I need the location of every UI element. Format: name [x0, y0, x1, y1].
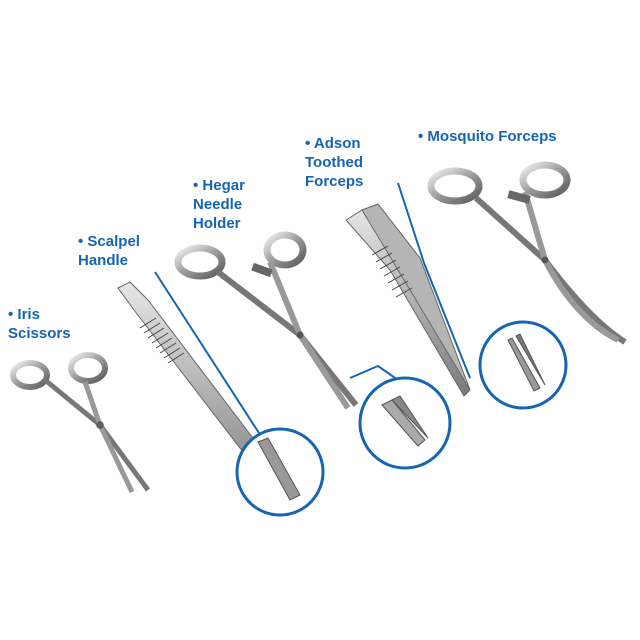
callout-adson [349, 182, 471, 470]
callout-mosquito [478, 320, 568, 410]
label-line: Forceps [305, 173, 364, 190]
label-line: • Scalpel [78, 233, 140, 250]
label-iris-scissors: • Iris Scissors [8, 305, 71, 343]
label-line: • Adson [305, 135, 361, 152]
label-line: Scissors [8, 325, 71, 342]
label-line: • Mosquito Forceps [418, 128, 557, 145]
label-line: Needle [193, 196, 243, 213]
label-mosquito-forceps: • Mosquito Forceps [418, 127, 557, 146]
mosquito-forceps-illustration [427, 161, 627, 345]
label-line: • Hegar [193, 177, 245, 194]
label-hegar-needle-holder: • Hegar Needle Holder [193, 176, 245, 233]
label-adson-toothed-forceps: • Adson Toothed Forceps [305, 134, 363, 191]
label-line: • Iris [8, 306, 40, 323]
label-scalpel-handle: • Scalpel Handle [78, 232, 140, 270]
label-line: Toothed [305, 154, 364, 171]
callout-scalpel [154, 271, 325, 517]
iris-scissors-illustration [10, 352, 151, 494]
hegar-needle-holder-illustration [174, 231, 359, 410]
label-line: Handle [78, 252, 129, 269]
label-line: Holder [193, 215, 241, 232]
adson-forceps-illustration [345, 203, 471, 397]
